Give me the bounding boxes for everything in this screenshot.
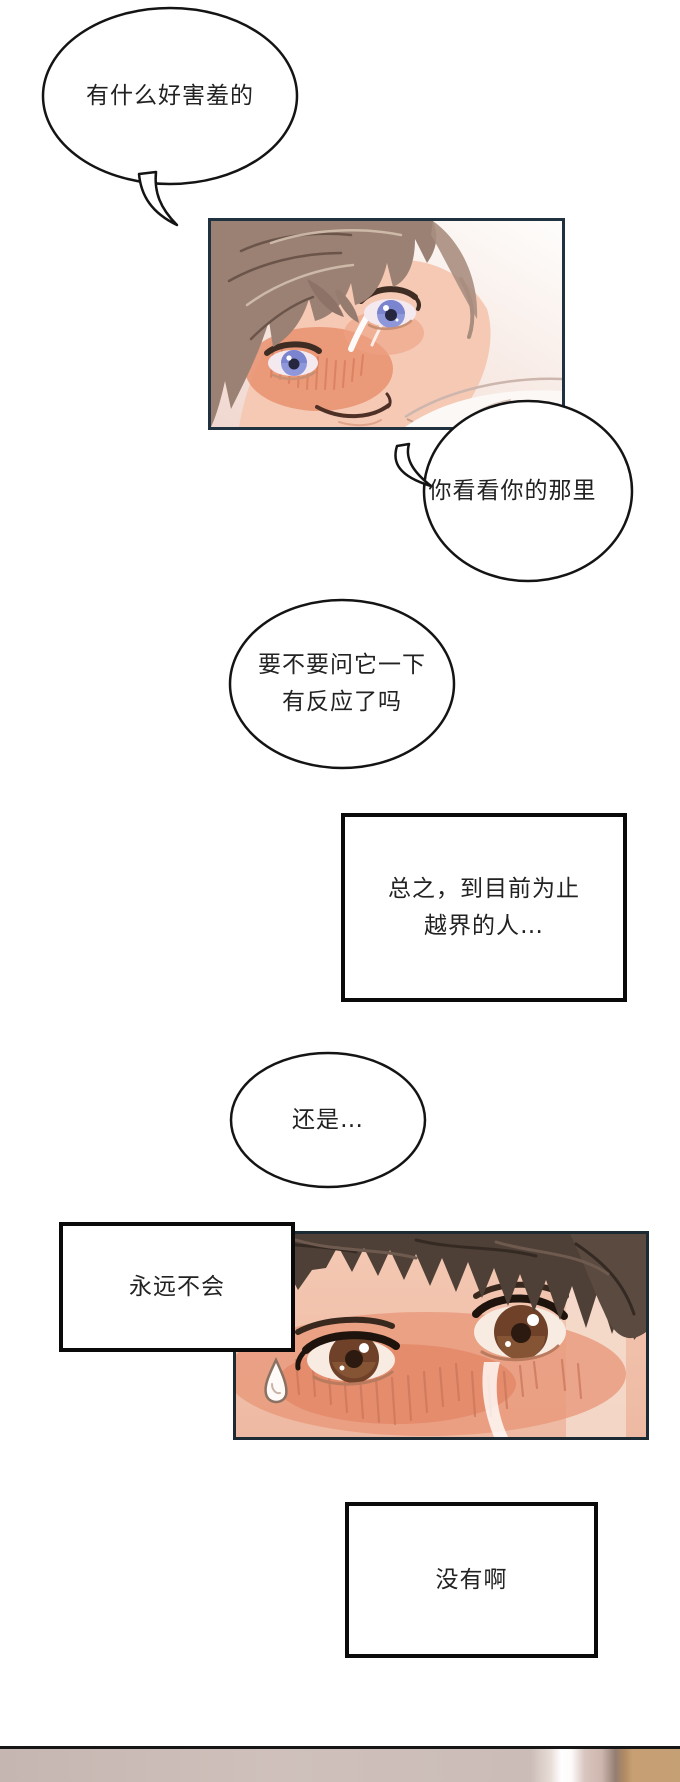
mouth-grin: [315, 392, 392, 427]
bubble-3-shape: [228, 598, 456, 770]
narration-box-3: 没有啊: [345, 1502, 598, 1658]
box-3-text: 没有啊: [435, 1566, 508, 1593]
wall-strip-panel: [0, 1746, 680, 1782]
narration-box-2: 永远不会: [59, 1222, 295, 1352]
eyes-artwork: [236, 1234, 646, 1437]
light-streak: [482, 1362, 508, 1437]
panel-face-closeup: [208, 218, 565, 430]
narration-box-1: 总之，到目前为止 越界的人…: [341, 813, 627, 1002]
speech-bubble-1: 有什么好害羞的: [30, 2, 310, 238]
eye-left: [295, 1316, 400, 1386]
hair: [211, 221, 478, 427]
eye-left: [264, 341, 322, 381]
sweat-drop: [264, 1357, 288, 1404]
bubble-2-text: 你看看你的那里: [428, 477, 597, 504]
speech-bubble-3: 要不要问它一下 有反应了吗: [227, 598, 457, 770]
hair-bangs: [236, 1234, 646, 1340]
box-2-text: 永远不会: [129, 1273, 225, 1300]
panel-eyes-closeup: [233, 1231, 649, 1440]
box-1-line-2: 越界的人…: [424, 912, 544, 939]
box-1-line-1: 总之，到目前为止: [388, 875, 580, 902]
speech-bubble-2: 你看看你的那里: [385, 398, 640, 588]
bubble-1-shape: [41, 6, 299, 227]
bubble-3-line-1: 要不要问它一下: [258, 652, 426, 678]
bubble-2-tail: [394, 442, 433, 488]
speech-bubble-4: 还是…: [228, 1050, 428, 1190]
bubble-3-text: 要不要问它一下 有反应了吗: [227, 598, 457, 770]
bubble-1-tail: [137, 170, 179, 227]
bubble-4-text: 还是…: [292, 1106, 364, 1133]
bubble-3-line-2: 有反应了吗: [282, 689, 402, 715]
bubble-1-text: 有什么好害羞的: [86, 82, 254, 109]
face-artwork: [211, 221, 562, 427]
bubble-2-shape: [394, 399, 634, 583]
bubble-4-shape: [229, 1051, 427, 1189]
